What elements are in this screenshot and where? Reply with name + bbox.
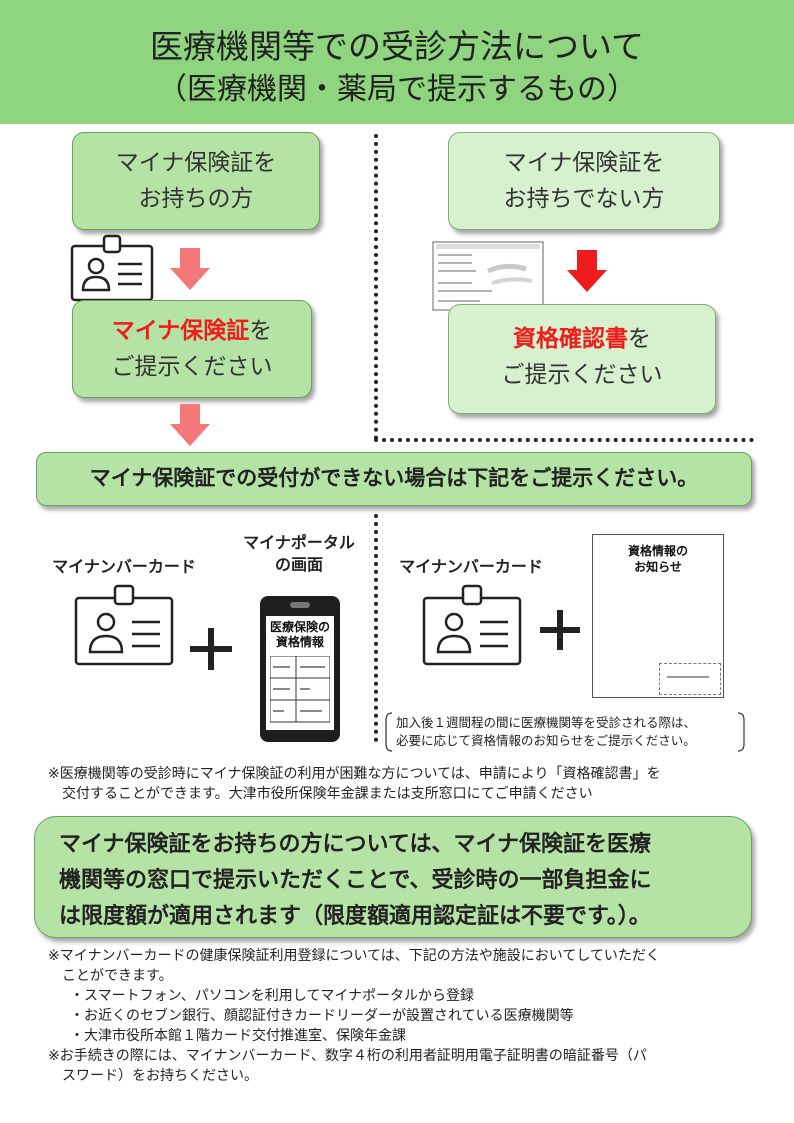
footer-line6: ※お手続きの際には、マイナンバーカード、数字４桁の利用者証明用電子証明書の暗証番… <box>48 1048 647 1064</box>
plus-icon <box>190 628 232 670</box>
phone-title-line1: 医療保険の <box>269 620 330 634</box>
present-cert-line1: 資格確認書を <box>449 321 715 357</box>
myna-highlight: マイナ保険証 <box>111 318 250 344</box>
phone-speaker <box>290 602 310 608</box>
qualification-notice-document: 資格情報の お知らせ <box>592 534 724 698</box>
present-cert-line2: ご提示ください <box>501 362 663 388</box>
present-myna-line1: マイナ保険証を <box>73 313 311 349</box>
phone-title-line2: 資格情報 <box>275 635 324 649</box>
id-card-icon <box>70 234 154 302</box>
present-certificate-box: 資格確認書を ご提示ください <box>448 304 716 414</box>
arrow-down-icon <box>170 404 210 446</box>
notice-title-line2: お知らせ <box>634 560 682 574</box>
cannot-accept-banner: マイナ保険証での受付ができない場合は下記をご提示ください。 <box>36 452 752 506</box>
portal-label-line2: の画面 <box>274 555 323 574</box>
certificate-note-line2: 交付することができます。大津市役所保険年金課または支所窓口にてご申請ください <box>62 786 593 802</box>
notice-doc-cutout <box>659 663 721 695</box>
footer-bullet-2: ・お近くのセブン銀行、顔認証付きカードリーダーが設置されている医療機関等 <box>70 1008 574 1024</box>
has-myna-box: マイナ保険証を お持ちの方 <box>72 132 320 230</box>
certificate-note: ※医療機関等の受診時にマイナ保険証の利用が困難な方については、申請により「資格確… <box>48 764 768 804</box>
bracket-note-line2: 必要に応じて資格情報のお知らせをご提示ください。 <box>396 733 696 748</box>
cert-highlight: 資格確認書 <box>513 326 628 352</box>
portal-label-line1: マイナポータル <box>243 533 355 552</box>
phone-screen: 医療保険の 資格情報 <box>266 616 334 730</box>
limit-amount-box: マイナ保険証をお持ちの方については、マイナ保険証を医療 機関等の窓口で提示いただ… <box>34 816 752 938</box>
notice-doc-cutout-line <box>667 676 709 678</box>
phone-screen-title: 医療保険の 資格情報 <box>266 620 334 650</box>
notice-doc-title: 資格情報の お知らせ <box>593 543 723 575</box>
dotted-divider-vertical-2 <box>374 514 378 742</box>
footer-bullet-1: ・スマートフォン、パソコンを利用してマイナポータルから登録 <box>70 988 475 1004</box>
present-myna-line2: ご提示ください <box>111 354 273 380</box>
footer-line7: スワード）をお持ちください。 <box>62 1068 258 1084</box>
has-myna-line2: お持ちの方 <box>138 186 254 212</box>
footer-line1: ※マイナンバーカードの健康保険証利用登録については、下記の方法や施設においてして… <box>48 948 660 964</box>
mynumber-card-icon <box>74 584 174 666</box>
bracket-note: 加入後１週間程の間に医療機関等を受診される際は、 必要に応じて資格情報のお知らせ… <box>396 714 740 750</box>
page-title: 医療機関等での受診方法について <box>149 27 644 66</box>
mynumber-card-label-1: マイナンバーカード <box>52 557 196 576</box>
bracket-note-line1: 加入後１週間程の間に医療機関等を受診される際は、 <box>396 715 697 730</box>
bracket-left <box>385 712 393 752</box>
cert-suffix: を <box>628 326 651 352</box>
limit-amount-line2: 機関等の窓口で提示いただくことで、受診時の一部負担金に <box>59 868 652 893</box>
registration-footer: ※マイナンバーカードの健康保険証利用登録については、下記の方法や施設においてして… <box>48 946 768 1086</box>
mynumber-card-icon <box>422 584 522 666</box>
page-subtitle: （医療機関・薬局で提示するもの） <box>157 72 637 107</box>
has-myna-line1: マイナ保険証を <box>115 150 277 176</box>
limit-amount-line1: マイナ保険証をお持ちの方については、マイナ保険証を医療 <box>59 832 652 857</box>
plus-icon <box>540 610 580 650</box>
mynumber-card-label-2: マイナンバーカード <box>399 557 543 576</box>
dotted-divider-horizontal <box>374 438 754 442</box>
arrow-down-icon <box>170 248 210 290</box>
certificate-image <box>432 241 544 311</box>
arrow-down-icon <box>567 250 607 292</box>
footer-line2: ことができます。 <box>62 968 173 984</box>
present-myna-box: マイナ保険証を ご提示ください <box>72 300 312 398</box>
portal-label: マイナポータル の画面 <box>232 532 366 576</box>
myna-suffix: を <box>249 318 273 344</box>
header-banner: 医療機関等での受診方法について （医療機関・薬局で提示するもの） <box>0 0 794 124</box>
footer-bullet-3: ・大津市役所本館１階カード交付推進室、保険年金課 <box>70 1028 406 1044</box>
limit-amount-line3: は限度額が適用されます（限度額適用認定証は不要です。）。 <box>59 904 651 929</box>
certificate-note-line1: ※医療機関等の受診時にマイナ保険証の利用が困難な方については、申請により「資格確… <box>48 766 661 782</box>
bracket-right <box>737 712 745 752</box>
notice-title-line1: 資格情報の <box>627 544 688 558</box>
dotted-divider-vertical <box>374 134 378 440</box>
no-myna-line1: マイナ保険証を <box>503 150 665 176</box>
no-myna-line2: お持ちでない方 <box>503 186 665 212</box>
no-myna-box: マイナ保険証を お持ちでない方 <box>448 132 720 230</box>
phone-screen-table <box>270 656 330 723</box>
smartphone-icon: 医療保険の 資格情報 <box>260 596 340 742</box>
